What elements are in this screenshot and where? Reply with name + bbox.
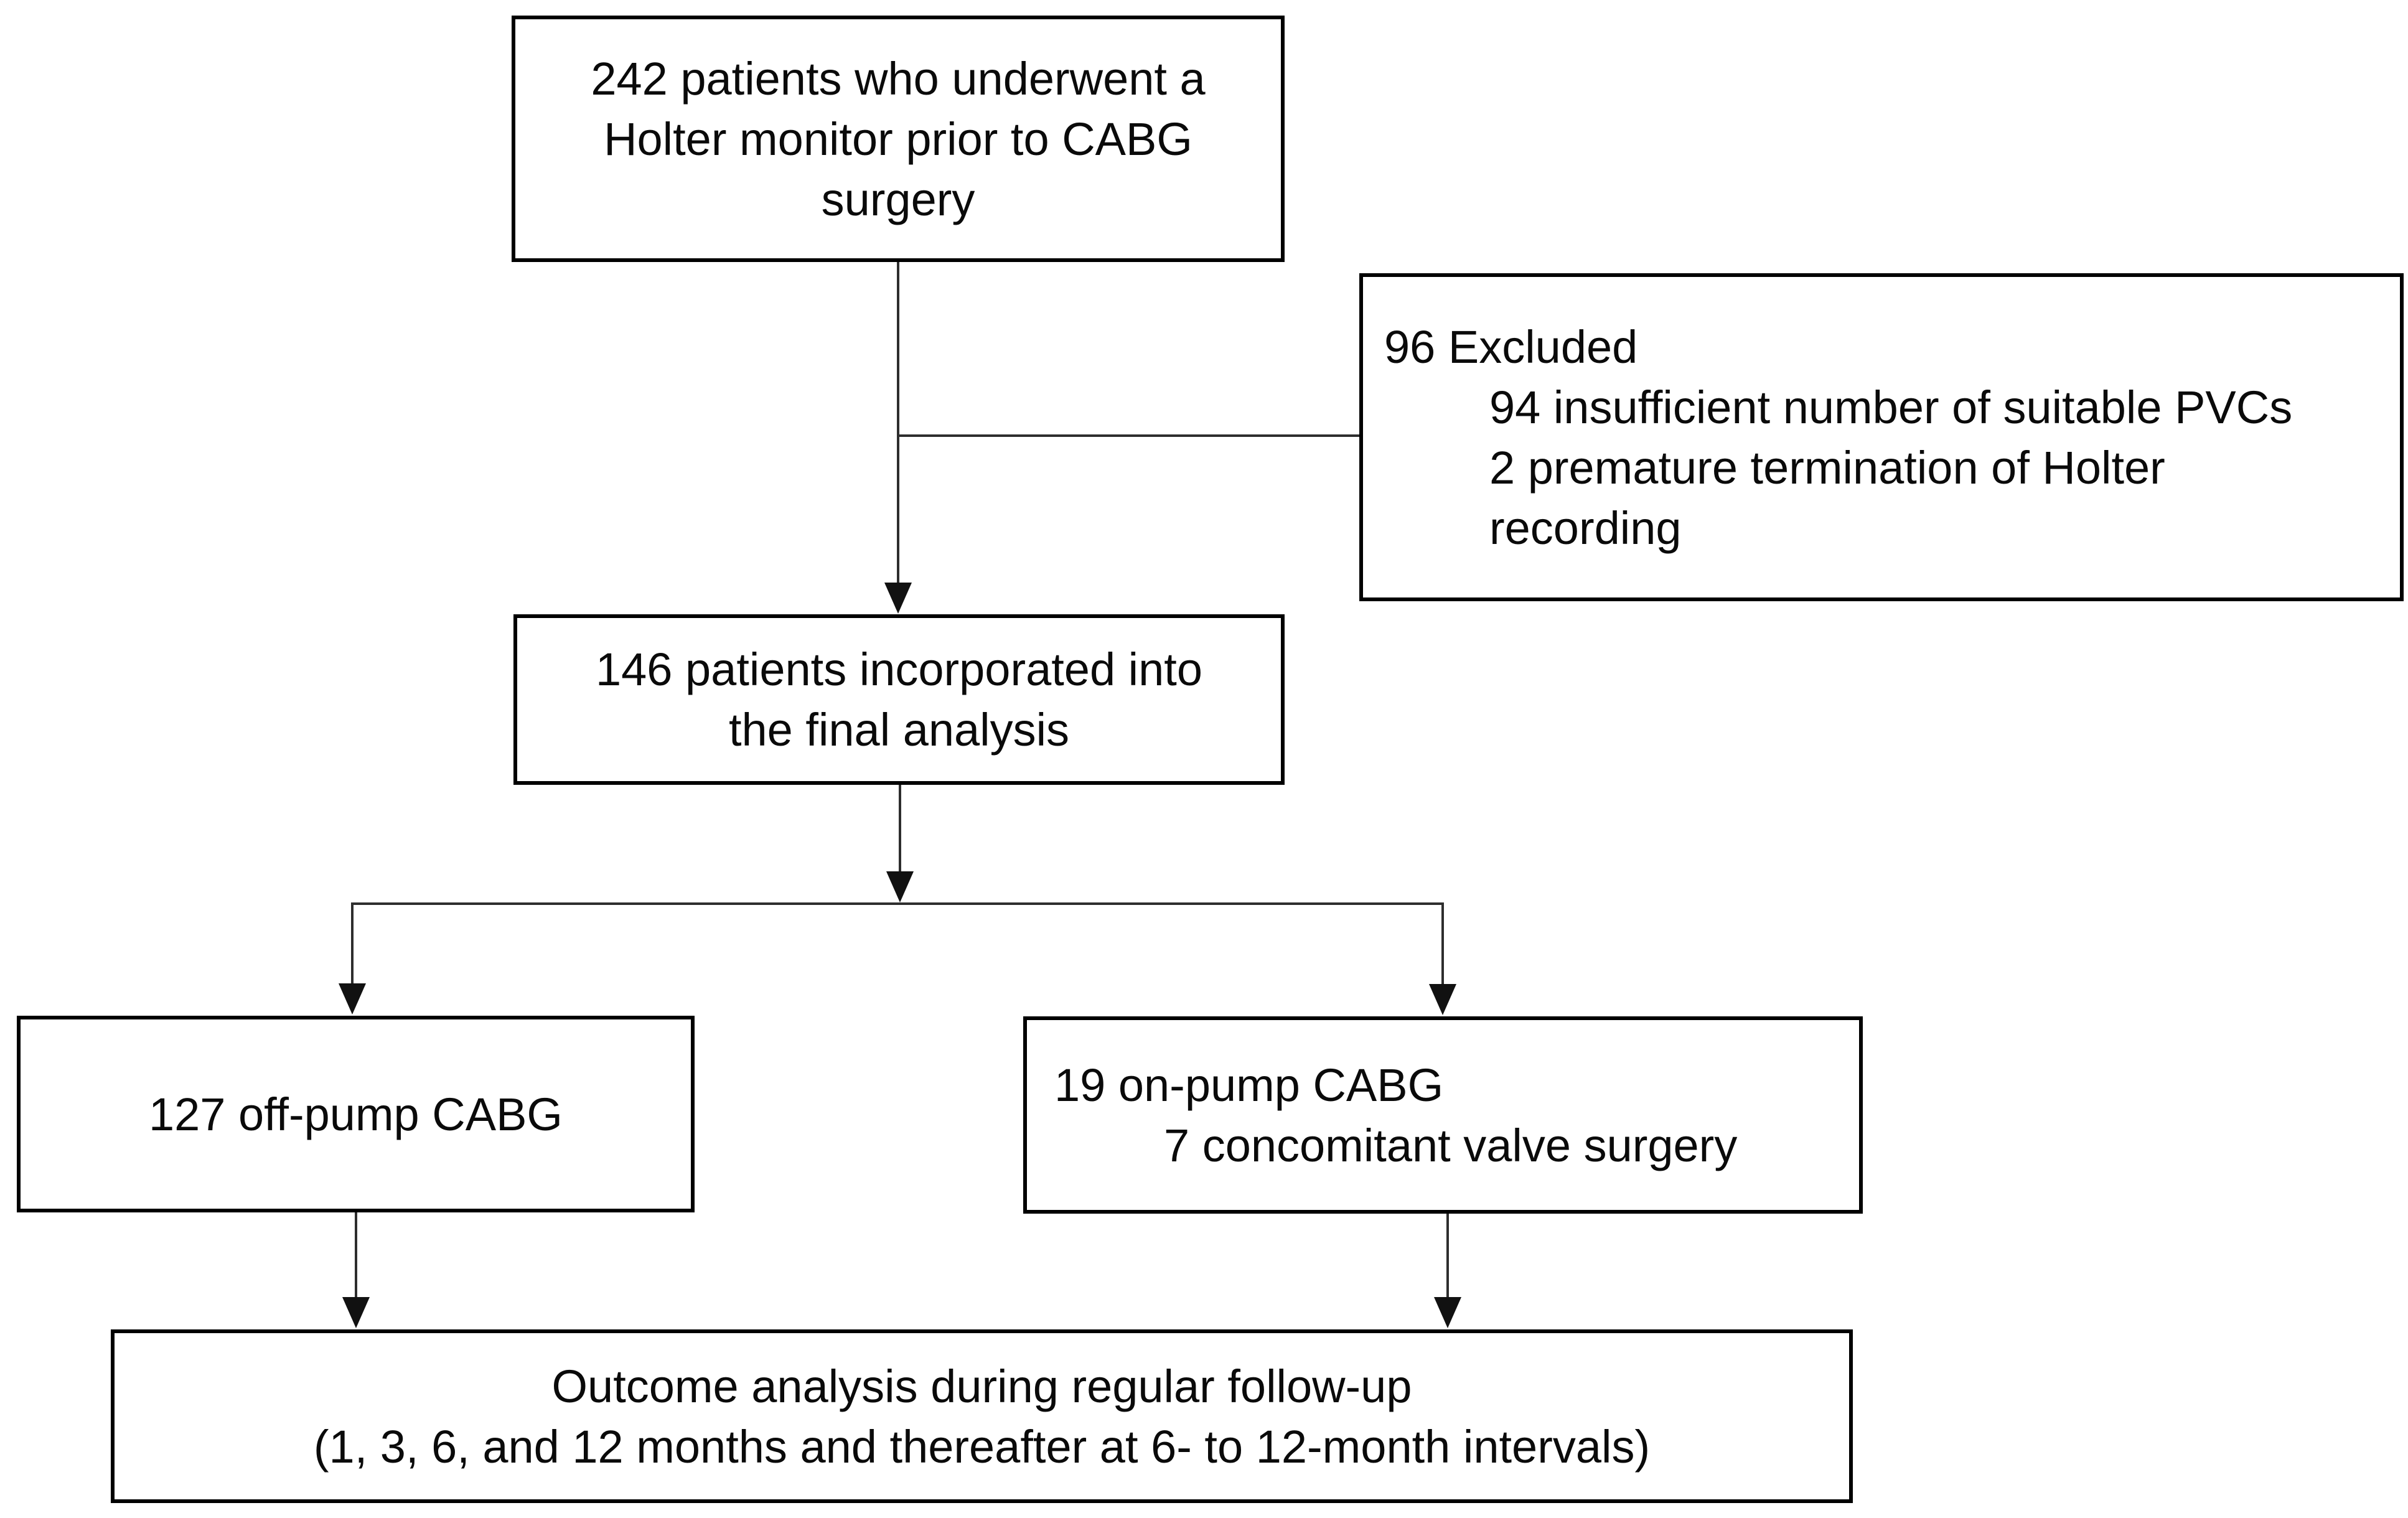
on-pump-line: 19 on-pump CABG xyxy=(1054,1059,1444,1111)
enrollment-line: 242 patients who underwent a xyxy=(591,52,1206,105)
outcome-line: (1, 3, 6, and 12 months and thereafter a… xyxy=(313,1420,1651,1473)
final-analysis-line: the final analysis xyxy=(728,704,1070,756)
final-analysis-line: 146 patients incorporated into xyxy=(595,644,1202,695)
arrowhead-down-icon xyxy=(884,583,912,614)
arrowhead-down-icon xyxy=(339,983,366,1014)
enrollment-line: Holter monitor prior to CABG xyxy=(604,113,1192,165)
off-pump-box: 127 off-pump CABG xyxy=(17,1016,695,1212)
arrowhead-down-icon xyxy=(1434,1297,1461,1328)
enrollment-box: 242 patients who underwent a Holter moni… xyxy=(512,16,1285,262)
outcome-box: Outcome analysis during regular follow-u… xyxy=(111,1329,1853,1503)
outcome-line: Outcome analysis during regular follow-u… xyxy=(551,1360,1412,1412)
excluded-reason-line: 94 insufficient number of suitable PVCs xyxy=(1489,381,2293,433)
arrowhead-down-icon xyxy=(886,871,914,902)
excluded-reason-line: recording xyxy=(1489,502,1682,554)
enrollment-line: surgery xyxy=(821,173,975,225)
final-analysis-box: 146 patients incorporated into the final… xyxy=(513,614,1285,785)
excluded-box: 96 Excluded 94 insufficient number of su… xyxy=(1359,273,2404,601)
off-pump-line: 127 off-pump CABG xyxy=(149,1088,563,1140)
excluded-reason-line: 2 premature termination of Holter xyxy=(1489,441,2165,494)
on-pump-box: 19 on-pump CABG 7 concomitant valve surg… xyxy=(1023,1016,1863,1214)
arrowhead-down-icon xyxy=(342,1297,370,1328)
arrowhead-down-icon xyxy=(1429,984,1456,1015)
on-pump-subline: 7 concomitant valve surgery xyxy=(1164,1119,1738,1171)
excluded-title: 96 Excluded xyxy=(1384,321,1638,373)
